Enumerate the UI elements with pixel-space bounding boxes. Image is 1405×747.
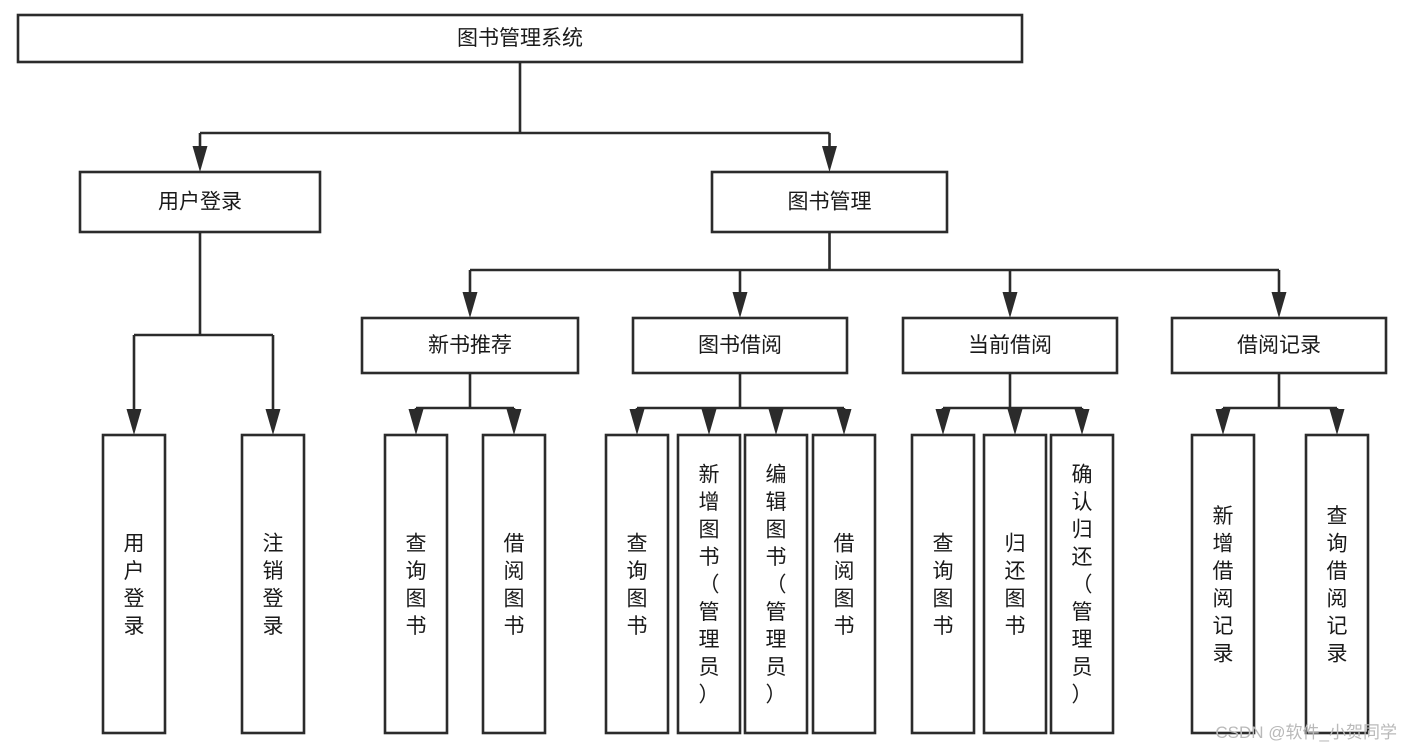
node-label-book-manage: 图书管理: [788, 191, 872, 214]
node-box-leaf-add-borrow-record: [1190, 433, 1256, 735]
node-leaf-add-borrow-record[interactable]: 新增借阅记录: [1190, 433, 1256, 735]
node-book-manage[interactable]: 图书管理: [710, 170, 949, 234]
connector-layer: [126, 62, 1345, 435]
arrow-head-icon: [1002, 292, 1018, 318]
node-box-leaf-query-book-1: [383, 433, 449, 735]
node-label-user-login: 用户登录: [158, 191, 242, 214]
connector-current-to-leaves: [935, 373, 1090, 435]
connector-borrow-to-leaves: [629, 373, 852, 435]
arrow-head-icon: [265, 409, 281, 435]
node-leaf-user-login[interactable]: 用户登录: [101, 433, 167, 735]
connector-userlogin-to-leaves: [126, 232, 281, 435]
node-new-book-recommend[interactable]: 新书推荐: [360, 316, 580, 375]
arrow-head-icon: [935, 409, 951, 435]
node-leaf-query-book-3[interactable]: 查询图书: [910, 433, 976, 735]
node-label-root: 图书管理系统: [457, 27, 583, 50]
node-label-leaf-edit-book-admin: 编辑图书（管理员）: [766, 464, 787, 707]
arrow-head-icon: [462, 292, 478, 318]
arrow-head-icon: [768, 409, 784, 435]
arrow-head-icon: [408, 409, 424, 435]
node-label-leaf-add-book-admin: 新增图书（管理员）: [699, 464, 720, 707]
arrow-head-icon: [732, 292, 748, 318]
arrow-head-icon: [506, 409, 522, 435]
arrow-head-icon: [1007, 409, 1023, 435]
node-box-leaf-query-book-3: [910, 433, 976, 735]
connector-record-to-leaves: [1215, 373, 1345, 435]
node-label-leaf-return-book: 归还图书: [1005, 532, 1026, 638]
arrow-head-icon: [1271, 292, 1287, 318]
node-label-leaf-user-login: 用户登录: [124, 532, 145, 638]
arrow-head-icon: [1329, 409, 1345, 435]
node-label-leaf-confirm-return-admin: 确认归还（管理员）: [1072, 464, 1093, 707]
node-leaf-query-borrow-record[interactable]: 查询借阅记录: [1304, 433, 1370, 735]
node-layer: 图书管理系统用户登录图书管理新书推荐图书借阅当前借阅借阅记录用户登录注销登录查询…: [16, 13, 1388, 735]
node-box-leaf-user-login: [101, 433, 167, 735]
node-box-current-borrow: [901, 316, 1119, 375]
arrow-head-icon: [701, 409, 717, 435]
node-box-borrow-record: [1170, 316, 1388, 375]
node-borrow-record[interactable]: 借阅记录: [1170, 316, 1388, 375]
node-user-login[interactable]: 用户登录: [78, 170, 322, 234]
arrow-head-icon: [629, 409, 645, 435]
arrow-head-icon: [1074, 409, 1090, 435]
arrow-head-icon: [192, 146, 208, 172]
node-box-leaf-query-borrow-record: [1304, 433, 1370, 735]
node-root[interactable]: 图书管理系统: [16, 13, 1024, 64]
node-box-root: [16, 13, 1024, 64]
node-label-leaf-borrow-book-2: 借阅图书: [834, 532, 855, 638]
arrow-head-icon: [1215, 409, 1231, 435]
node-label-leaf-add-borrow-record: 新增借阅记录: [1213, 505, 1234, 666]
connector-bookmanage-to-level3: [462, 232, 1287, 318]
node-box-leaf-edit-book-admin: [743, 433, 809, 735]
node-leaf-query-book-2[interactable]: 查询图书: [604, 433, 670, 735]
node-label-current-borrow: 当前借阅: [968, 334, 1052, 357]
node-leaf-borrow-book-2[interactable]: 借阅图书: [811, 433, 877, 735]
node-box-leaf-confirm-return-admin: [1049, 433, 1115, 735]
node-box-leaf-return-book: [982, 433, 1048, 735]
connector-root-to-level2: [192, 62, 837, 172]
node-box-leaf-borrow-book-2: [811, 433, 877, 735]
node-current-borrow[interactable]: 当前借阅: [901, 316, 1119, 375]
node-box-book-borrow: [631, 316, 849, 375]
node-label-borrow-record: 借阅记录: [1237, 334, 1321, 357]
arrow-head-icon: [822, 146, 837, 172]
node-leaf-edit-book-admin[interactable]: 编辑图书（管理员）: [743, 433, 809, 735]
arrow-head-icon: [836, 409, 852, 435]
node-box-leaf-borrow-book-1: [481, 433, 547, 735]
node-label-leaf-query-book-2: 查询图书: [627, 532, 648, 638]
connector-recommend-to-leaves: [408, 373, 522, 435]
node-leaf-return-book[interactable]: 归还图书: [982, 433, 1048, 735]
node-label-leaf-query-borrow-record: 查询借阅记录: [1327, 505, 1348, 666]
node-label-leaf-borrow-book-1: 借阅图书: [504, 532, 525, 638]
node-box-user-login: [78, 170, 322, 234]
node-book-borrow[interactable]: 图书借阅: [631, 316, 849, 375]
node-leaf-logout-login[interactable]: 注销登录: [240, 433, 306, 735]
csdn-watermark: CSDN @软件_小贺同学: [1215, 723, 1397, 742]
node-box-new-book-recommend: [360, 316, 580, 375]
node-box-leaf-query-book-2: [604, 433, 670, 735]
node-box-book-manage: [710, 170, 949, 234]
arrow-head-icon: [126, 409, 142, 435]
node-label-new-book-recommend: 新书推荐: [428, 334, 512, 357]
node-box-leaf-logout-login: [240, 433, 306, 735]
node-leaf-confirm-return-admin[interactable]: 确认归还（管理员）: [1049, 433, 1115, 735]
node-label-book-borrow: 图书借阅: [698, 334, 782, 357]
node-label-leaf-query-book-3: 查询图书: [933, 532, 954, 638]
node-leaf-add-book-admin[interactable]: 新增图书（管理员）: [676, 433, 742, 735]
node-label-leaf-logout-login: 注销登录: [263, 532, 284, 638]
node-leaf-query-book-1[interactable]: 查询图书: [383, 433, 449, 735]
node-label-leaf-query-book-1: 查询图书: [406, 532, 427, 638]
node-leaf-borrow-book-1[interactable]: 借阅图书: [481, 433, 547, 735]
node-box-leaf-add-book-admin: [676, 433, 742, 735]
